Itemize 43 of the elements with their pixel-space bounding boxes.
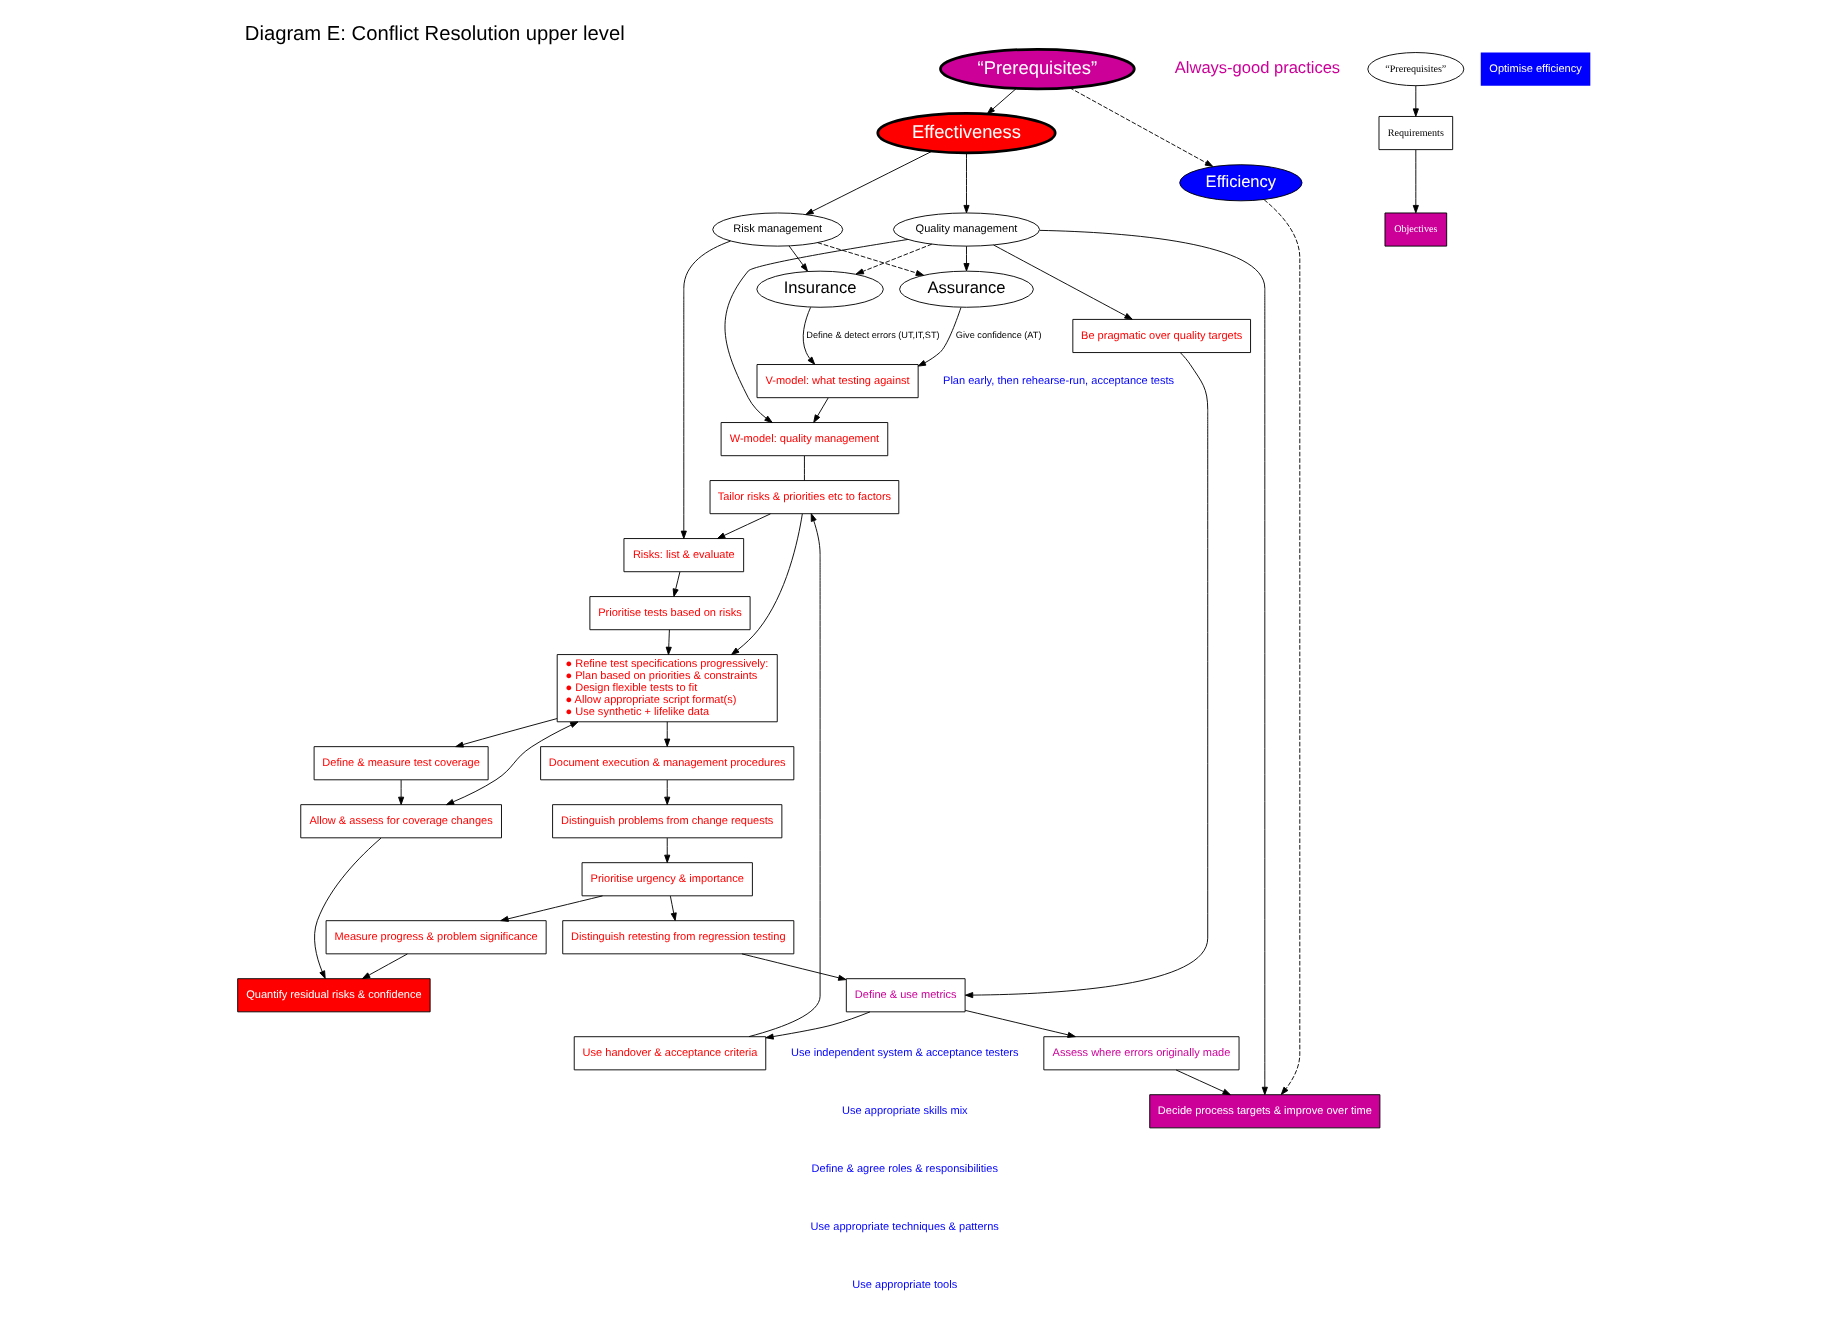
arrow [664,779,671,805]
arrow [741,953,847,981]
arrow [669,895,677,921]
arrow [361,953,408,980]
arrow [455,718,558,748]
arrow [731,513,803,655]
arrow [1069,87,1214,167]
arrow [917,307,962,367]
label: Always-good practices [1174,59,1341,78]
arrow [664,721,671,747]
arrow [813,397,829,423]
diagram-title: Diagram E: Conflict Resolution upper level [244,24,625,46]
connector [803,455,805,481]
arrow [1263,199,1301,1095]
arrow [817,242,924,276]
arrow [717,513,771,539]
arrow [963,152,970,214]
arrow [398,779,405,805]
arrow [802,306,816,365]
arrow [680,240,731,539]
arrow [665,629,672,656]
arrow [748,513,821,1038]
arrow [664,837,671,863]
arrow [788,245,808,272]
arrow [1412,85,1419,117]
arrow [855,243,933,275]
arrow [963,245,970,272]
arrow [993,244,1133,320]
node-ellipse: Effectiveness [876,111,1057,155]
arrow [805,150,933,215]
arrow [445,721,579,806]
arrow [500,895,603,922]
arrow [724,239,909,423]
arrow [1412,149,1419,214]
node-ellipse: Efficiency [1179,164,1303,202]
arrow [1039,229,1268,1096]
arrow [986,87,1017,115]
arrow [765,1011,871,1040]
arrow [672,571,681,597]
arrow [964,1009,1076,1038]
arrow [314,837,382,979]
arrow [964,352,1209,999]
node-ellipse: “Prerequisites” [939,48,1136,91]
